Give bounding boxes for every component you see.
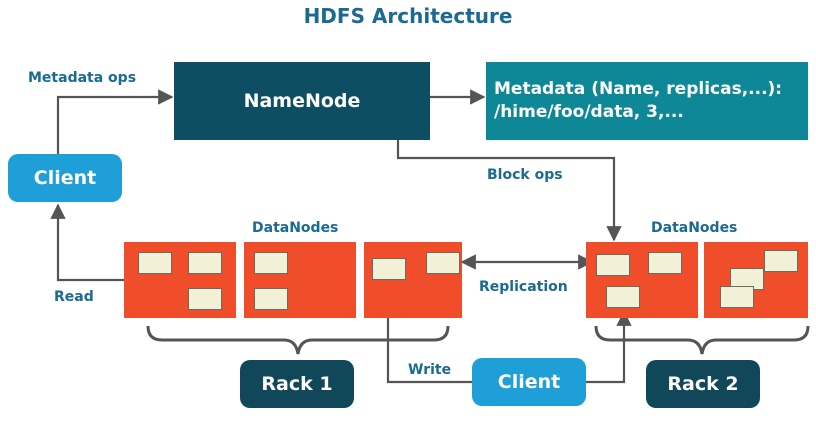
data-block — [188, 252, 222, 274]
client-bottom-box: Client — [472, 358, 586, 406]
data-block — [606, 286, 640, 308]
data-block — [254, 252, 288, 274]
data-block — [720, 286, 754, 308]
metadata-ops-arrow — [56, 89, 174, 154]
read-label: Read — [54, 289, 94, 305]
rack2-datanode-1 — [586, 242, 698, 318]
rack1-label: Rack 1 — [240, 360, 354, 408]
metadata-ops-label: Metadata ops — [28, 70, 137, 86]
rack1-datanode-2 — [244, 242, 356, 318]
data-block — [648, 252, 682, 274]
write-rack2-arrow — [586, 310, 632, 384]
rack1-brace — [146, 325, 450, 355]
data-block — [138, 252, 172, 274]
data-block — [426, 252, 460, 274]
data-block — [596, 254, 630, 276]
write-label: Write — [408, 362, 452, 378]
namenode-box: NameNode — [174, 62, 430, 140]
rack1-datanode-3 — [364, 242, 462, 318]
metadata-box: Metadata (Name, replicas,...): /hime/foo… — [486, 62, 808, 140]
replication-label: Replication — [479, 279, 568, 295]
diagram-title: HDFS Architecture — [303, 4, 513, 28]
data-block — [254, 288, 288, 310]
rack2-label: Rack 2 — [646, 360, 760, 408]
data-block — [372, 258, 406, 280]
block-ops-arrow — [396, 140, 622, 242]
datanodes-label-right: DataNodes — [651, 220, 738, 236]
datanodes-label-left: DataNodes — [252, 220, 339, 236]
block-ops-label: Block ops — [487, 167, 563, 183]
read-arrow — [50, 203, 124, 282]
data-block — [764, 250, 798, 272]
client-left-box: Client — [8, 154, 122, 202]
rack2-datanode-2 — [704, 242, 808, 318]
rack1-datanode-1 — [124, 242, 236, 318]
rack2-brace — [594, 325, 810, 355]
data-block — [188, 288, 222, 310]
